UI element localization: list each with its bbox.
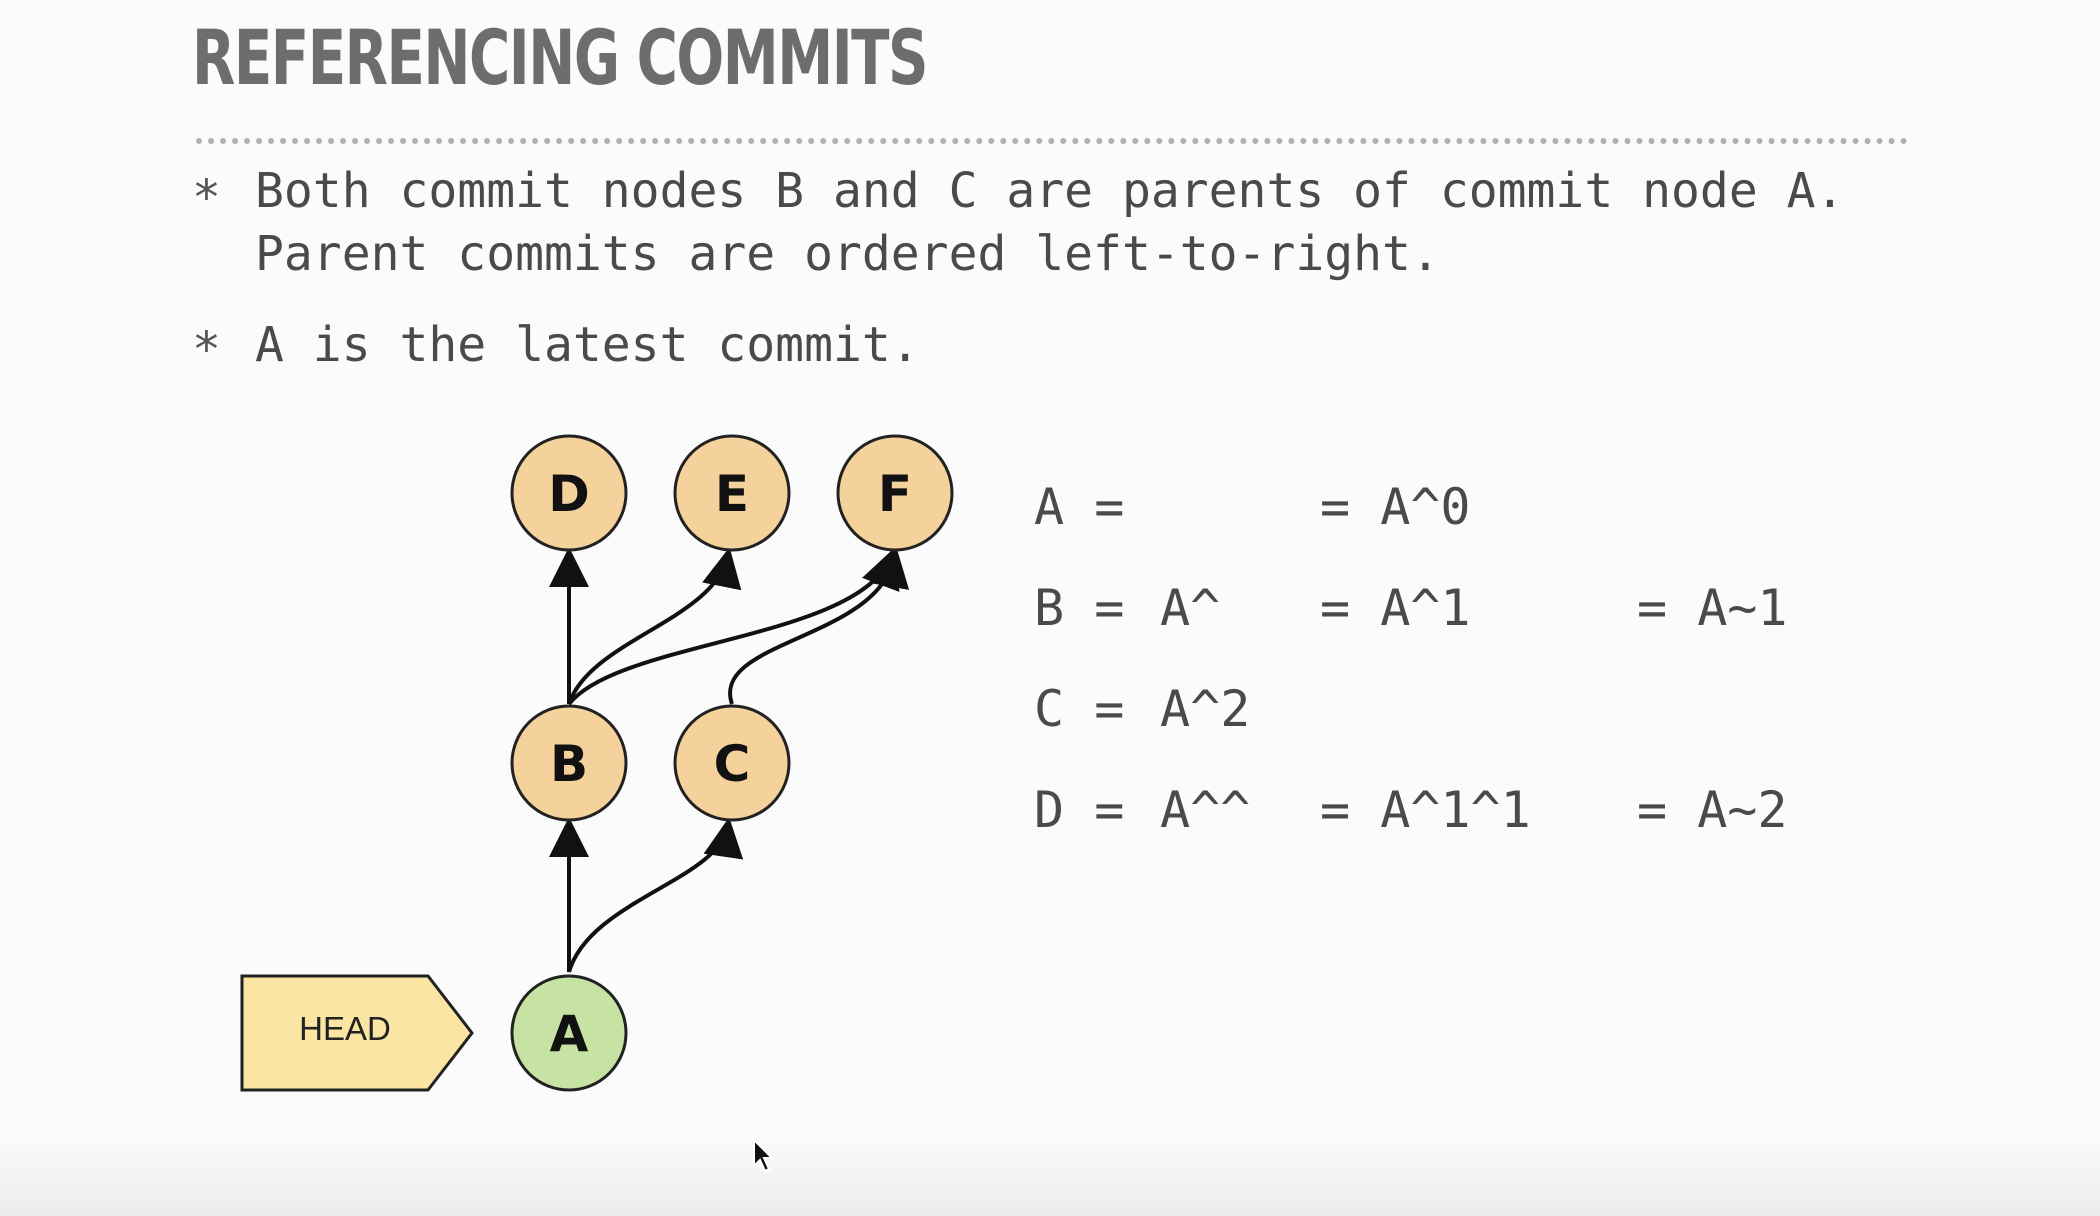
bullet-1: Both commit nodes B and C are parents of… [255, 160, 1844, 286]
bullet-2: A is the latest commit. [255, 314, 920, 377]
node-c-circle [673, 704, 791, 822]
title-divider [196, 138, 1908, 144]
node-e-label: E [715, 465, 749, 523]
bullet-marker: * [192, 322, 221, 378]
bullet-2-line-1: A is the latest commit. [255, 317, 920, 373]
head-label: HEAD [299, 1010, 391, 1047]
node-b: B [510, 704, 628, 822]
eq-row-2-col3: = A^1 [1320, 579, 1471, 637]
node-b-circle [510, 704, 628, 822]
eq-row-4-col2: A^^ [1160, 781, 1251, 839]
slide-title: REFERENCING COMMITS [192, 13, 929, 102]
node-a-circle [510, 974, 628, 1092]
eq-row-3-lhs: C = [1034, 680, 1125, 738]
bullet-1-line-1: Both commit nodes B and C are parents of… [255, 163, 1845, 219]
edge-b-e [567, 547, 742, 705]
node-a-label: A [550, 1005, 589, 1063]
edge-c-f [728, 547, 910, 705]
eq-row-2-col2: A^ [1160, 579, 1221, 637]
head-pointer: HEAD [240, 974, 474, 1092]
head-shape [240, 974, 474, 1092]
eq-row-1-lhs: A = [1034, 478, 1125, 536]
node-d-label: D [548, 465, 590, 523]
node-f-label: F [878, 465, 912, 523]
eq-row-4-lhs: D = [1034, 781, 1125, 839]
node-d: D [510, 434, 628, 552]
graph-edges [549, 547, 910, 973]
edge-a-c [567, 817, 744, 973]
node-a: A [510, 974, 628, 1092]
node-e-circle [673, 434, 791, 552]
eq-row-3-col2: A^2 [1160, 680, 1251, 738]
node-b-label: B [550, 735, 588, 793]
eq-row-1-col3: = A^0 [1320, 478, 1471, 536]
node-e: E [673, 434, 791, 552]
mouse-cursor-icon [753, 1138, 775, 1173]
eq-row-4-col3: = A^1^1 [1320, 781, 1531, 839]
node-d-circle [510, 434, 628, 552]
bullet-marker: * [192, 170, 221, 226]
node-c-label: C [714, 735, 751, 793]
node-f-circle [836, 434, 954, 552]
eq-row-2-lhs: B = [1034, 579, 1125, 637]
node-c: C [673, 704, 791, 822]
eq-row-4-col4: = A~2 [1637, 781, 1788, 839]
bullet-1-line-2: Parent commits are ordered left-to-right… [255, 226, 1440, 282]
edge-b-f [567, 547, 900, 706]
eq-row-2-col4: = A~1 [1637, 579, 1788, 637]
node-f: F [836, 434, 954, 552]
